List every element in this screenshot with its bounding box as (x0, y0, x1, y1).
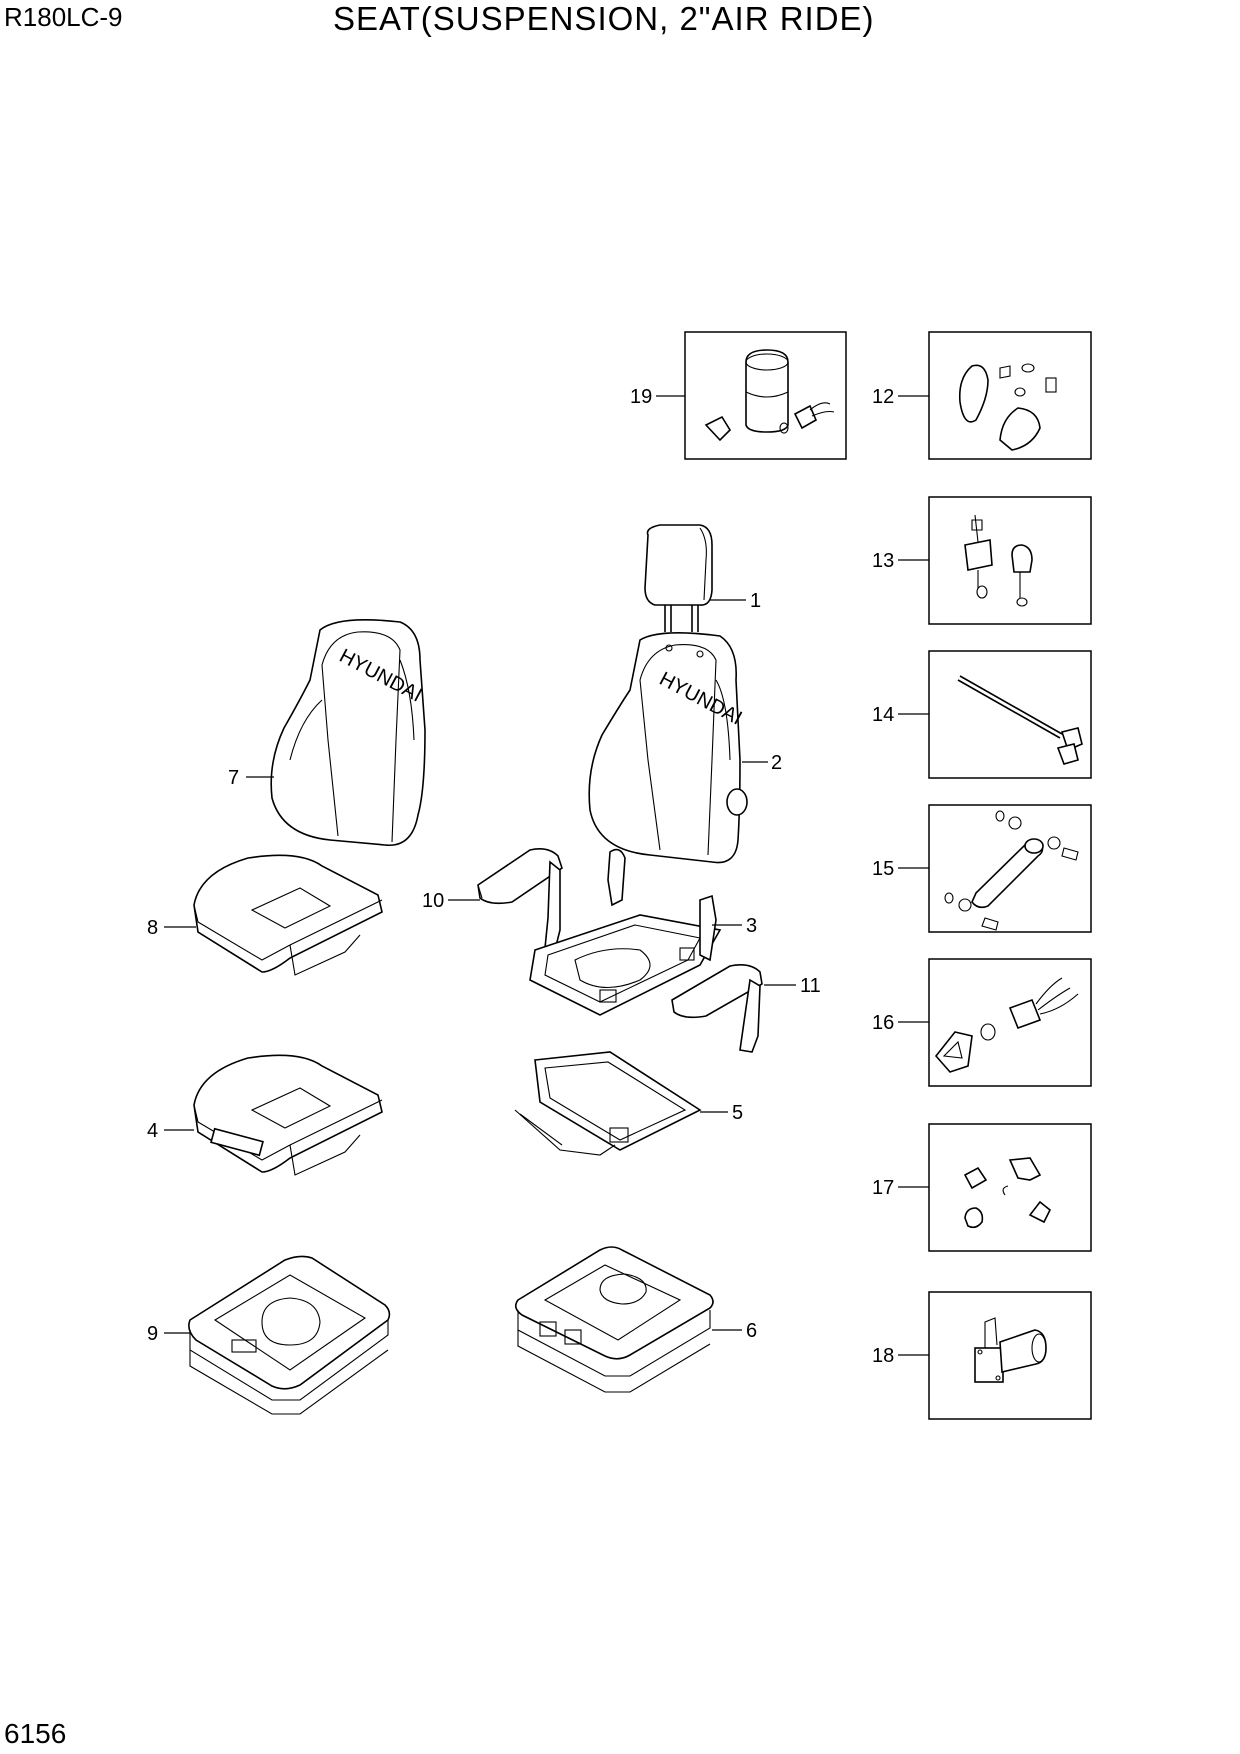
callout-15: 15 (872, 858, 894, 880)
part-11-armrest-right[interactable] (671, 964, 763, 1053)
callout-1: 1 (750, 590, 761, 612)
part-6-suspension-assembly[interactable] (514, 1246, 714, 1393)
callout-2: 2 (771, 752, 782, 774)
callout-5: 5 (732, 1102, 743, 1124)
callout-12: 12 (872, 386, 894, 408)
part-2-backrest[interactable]: HYUNDAI (588, 632, 748, 864)
part-12-detail-box[interactable] (928, 331, 1092, 460)
part-3-seat-frame[interactable] (529, 848, 722, 1016)
callout-14: 14 (872, 704, 894, 726)
part-4-seat-cushion[interactable] (193, 1054, 383, 1176)
part-8-seat-cushion-cover[interactable] (193, 854, 383, 976)
callout-13: 13 (872, 550, 894, 572)
part-14-detail-box[interactable] (928, 650, 1092, 779)
callout-6: 6 (746, 1320, 757, 1342)
callouts: 1 2 3 4 5 6 7 8 9 10 11 12 13 (147, 386, 929, 1367)
callout-9: 9 (147, 1323, 158, 1345)
part-1-headrest[interactable] (644, 524, 713, 632)
callout-17: 17 (872, 1177, 894, 1199)
part-16-detail-box[interactable] (928, 958, 1092, 1087)
callout-16: 16 (872, 1012, 894, 1034)
part-13-detail-box[interactable] (928, 496, 1092, 625)
part-17-detail-box[interactable] (928, 1123, 1092, 1252)
model-number: R180LC-9 (4, 2, 123, 32)
part-15-detail-box[interactable] (928, 804, 1092, 933)
callout-7: 7 (228, 767, 239, 789)
callout-4: 4 (147, 1120, 158, 1142)
callout-3: 3 (746, 915, 757, 937)
part-10-armrest-left[interactable] (477, 848, 563, 951)
callout-18: 18 (872, 1345, 894, 1367)
callout-8: 8 (147, 917, 158, 939)
part-9-suspension-base[interactable] (188, 1255, 391, 1415)
part-5-slide-rail[interactable] (514, 1051, 702, 1156)
part-7-backrest-cover[interactable]: HYUNDAI (270, 618, 426, 846)
part-19-detail-box[interactable] (684, 331, 847, 460)
callout-19: 19 (630, 386, 652, 408)
page-number: 6156 (4, 1718, 67, 1749)
callout-11: 11 (800, 975, 821, 997)
page-title: SEAT(SUSPENSION, 2"AIR RIDE) (333, 0, 875, 37)
part-18-detail-box[interactable] (928, 1291, 1092, 1420)
callout-10: 10 (422, 890, 444, 912)
